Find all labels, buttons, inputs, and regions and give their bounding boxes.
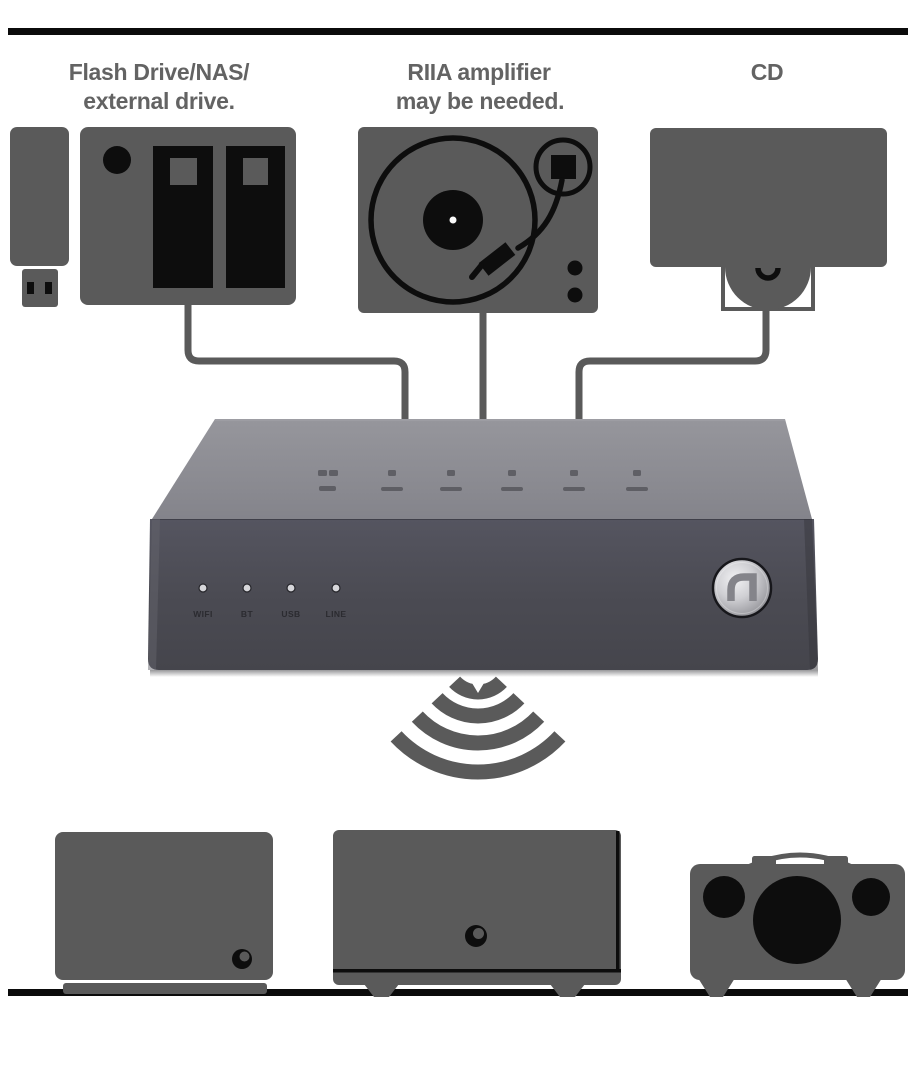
speed-knob <box>567 287 583 303</box>
power-icon <box>318 470 327 476</box>
bt-led <box>242 583 252 593</box>
device-shadow <box>150 670 818 677</box>
right-tweeter <box>852 878 890 916</box>
tonearm-base <box>551 155 576 179</box>
wifi-arc-2 <box>431 692 525 724</box>
cd-label: CD <box>751 59 784 85</box>
play-pause-icon <box>508 470 516 476</box>
wifi-signal-icon <box>390 676 566 780</box>
storage-label-line1: Flash Drive/NAS/ <box>69 59 250 85</box>
output-speakers <box>55 830 905 997</box>
control-caption <box>381 487 403 491</box>
speaker-cabinet <box>333 830 621 985</box>
flash-drive-connector <box>22 269 58 307</box>
bottom-frame-bar <box>8 989 908 996</box>
source-icon <box>388 470 396 476</box>
cd-disc <box>725 267 811 310</box>
top-touch-controls <box>318 470 648 491</box>
speaker-foot <box>550 984 585 997</box>
volume-down-icon <box>570 470 578 476</box>
volume-up-icon <box>633 470 641 476</box>
cd-cable <box>575 310 770 423</box>
status-leds: WIFI BT USB LINE <box>193 583 347 619</box>
nas-enclosure-icon <box>80 127 296 305</box>
device-right-bevel <box>804 519 818 670</box>
phono-label-line1: RIIA amplifier <box>407 59 551 85</box>
turntable-icon <box>358 127 598 313</box>
connector-slot <box>45 282 52 294</box>
network-streamer-device: WIFI BT USB LINE <box>148 419 818 677</box>
speaker-foot <box>364 984 399 997</box>
connector-slot <box>27 282 34 294</box>
platter-ring <box>368 135 538 305</box>
speaker-plinth <box>63 983 267 994</box>
control-caption <box>440 487 462 491</box>
left-tweeter <box>703 876 745 918</box>
stylus <box>469 263 484 280</box>
control-caption <box>501 487 523 491</box>
line-led <box>331 583 341 593</box>
woofer <box>753 876 841 964</box>
knob-highlight-ring <box>716 562 768 614</box>
grille-bottom-line <box>333 969 621 973</box>
tonearm <box>515 177 565 251</box>
nas-cable <box>184 303 409 423</box>
volume-knob <box>711 557 773 619</box>
prev-icon <box>447 470 455 476</box>
phono-label-line2: may be needed. <box>396 88 564 114</box>
grille-side-line <box>616 831 620 970</box>
tonearm-pivot-ring <box>533 137 593 197</box>
record-hole <box>449 216 457 224</box>
speaker-foot <box>698 978 735 997</box>
speaker-knob-center <box>239 951 250 962</box>
device-left-bevel <box>148 519 160 670</box>
speaker-cabinet <box>55 832 273 980</box>
top-frame-bar <box>8 28 908 35</box>
control-caption <box>319 486 336 491</box>
bookshelf-speaker-icon <box>55 832 273 994</box>
wifi-led-label: WIFI <box>193 609 213 619</box>
control-caption <box>626 487 648 491</box>
device-front-panel <box>148 519 818 670</box>
audio-pro-logo <box>727 573 757 601</box>
cd-player-icon <box>650 128 887 311</box>
line-led-label: LINE <box>326 609 347 619</box>
bt-led-label: BT <box>241 609 254 619</box>
usb-flash-drive-icon <box>10 127 69 307</box>
wifi-arc-notch <box>469 678 487 693</box>
storage-label-line2: external drive. <box>83 88 234 114</box>
cd-disc-hole <box>755 268 781 281</box>
wifi-arc-3 <box>411 711 545 751</box>
speaker-foot <box>845 978 882 997</box>
cd-player-body <box>650 128 887 267</box>
speed-knob <box>567 260 583 276</box>
cabinet-speaker-icon <box>333 830 621 997</box>
link-icon <box>329 470 338 476</box>
flash-drive-body <box>10 127 69 266</box>
usb-led-label: USB <box>281 609 300 619</box>
knob-face <box>711 557 773 619</box>
device-top-panel <box>152 419 812 519</box>
wifi-led <box>198 583 208 593</box>
speaker-knob-center <box>473 928 484 939</box>
nas-power-button <box>103 146 131 174</box>
wifi-arc-4 <box>390 731 566 780</box>
control-caption <box>563 487 585 491</box>
drive-bay-latch <box>243 158 268 185</box>
cartridge <box>478 242 516 276</box>
source-cables <box>184 303 770 423</box>
portable-boombox-icon <box>690 852 905 997</box>
usb-led <box>286 583 296 593</box>
drive-bay-latch <box>170 158 197 185</box>
